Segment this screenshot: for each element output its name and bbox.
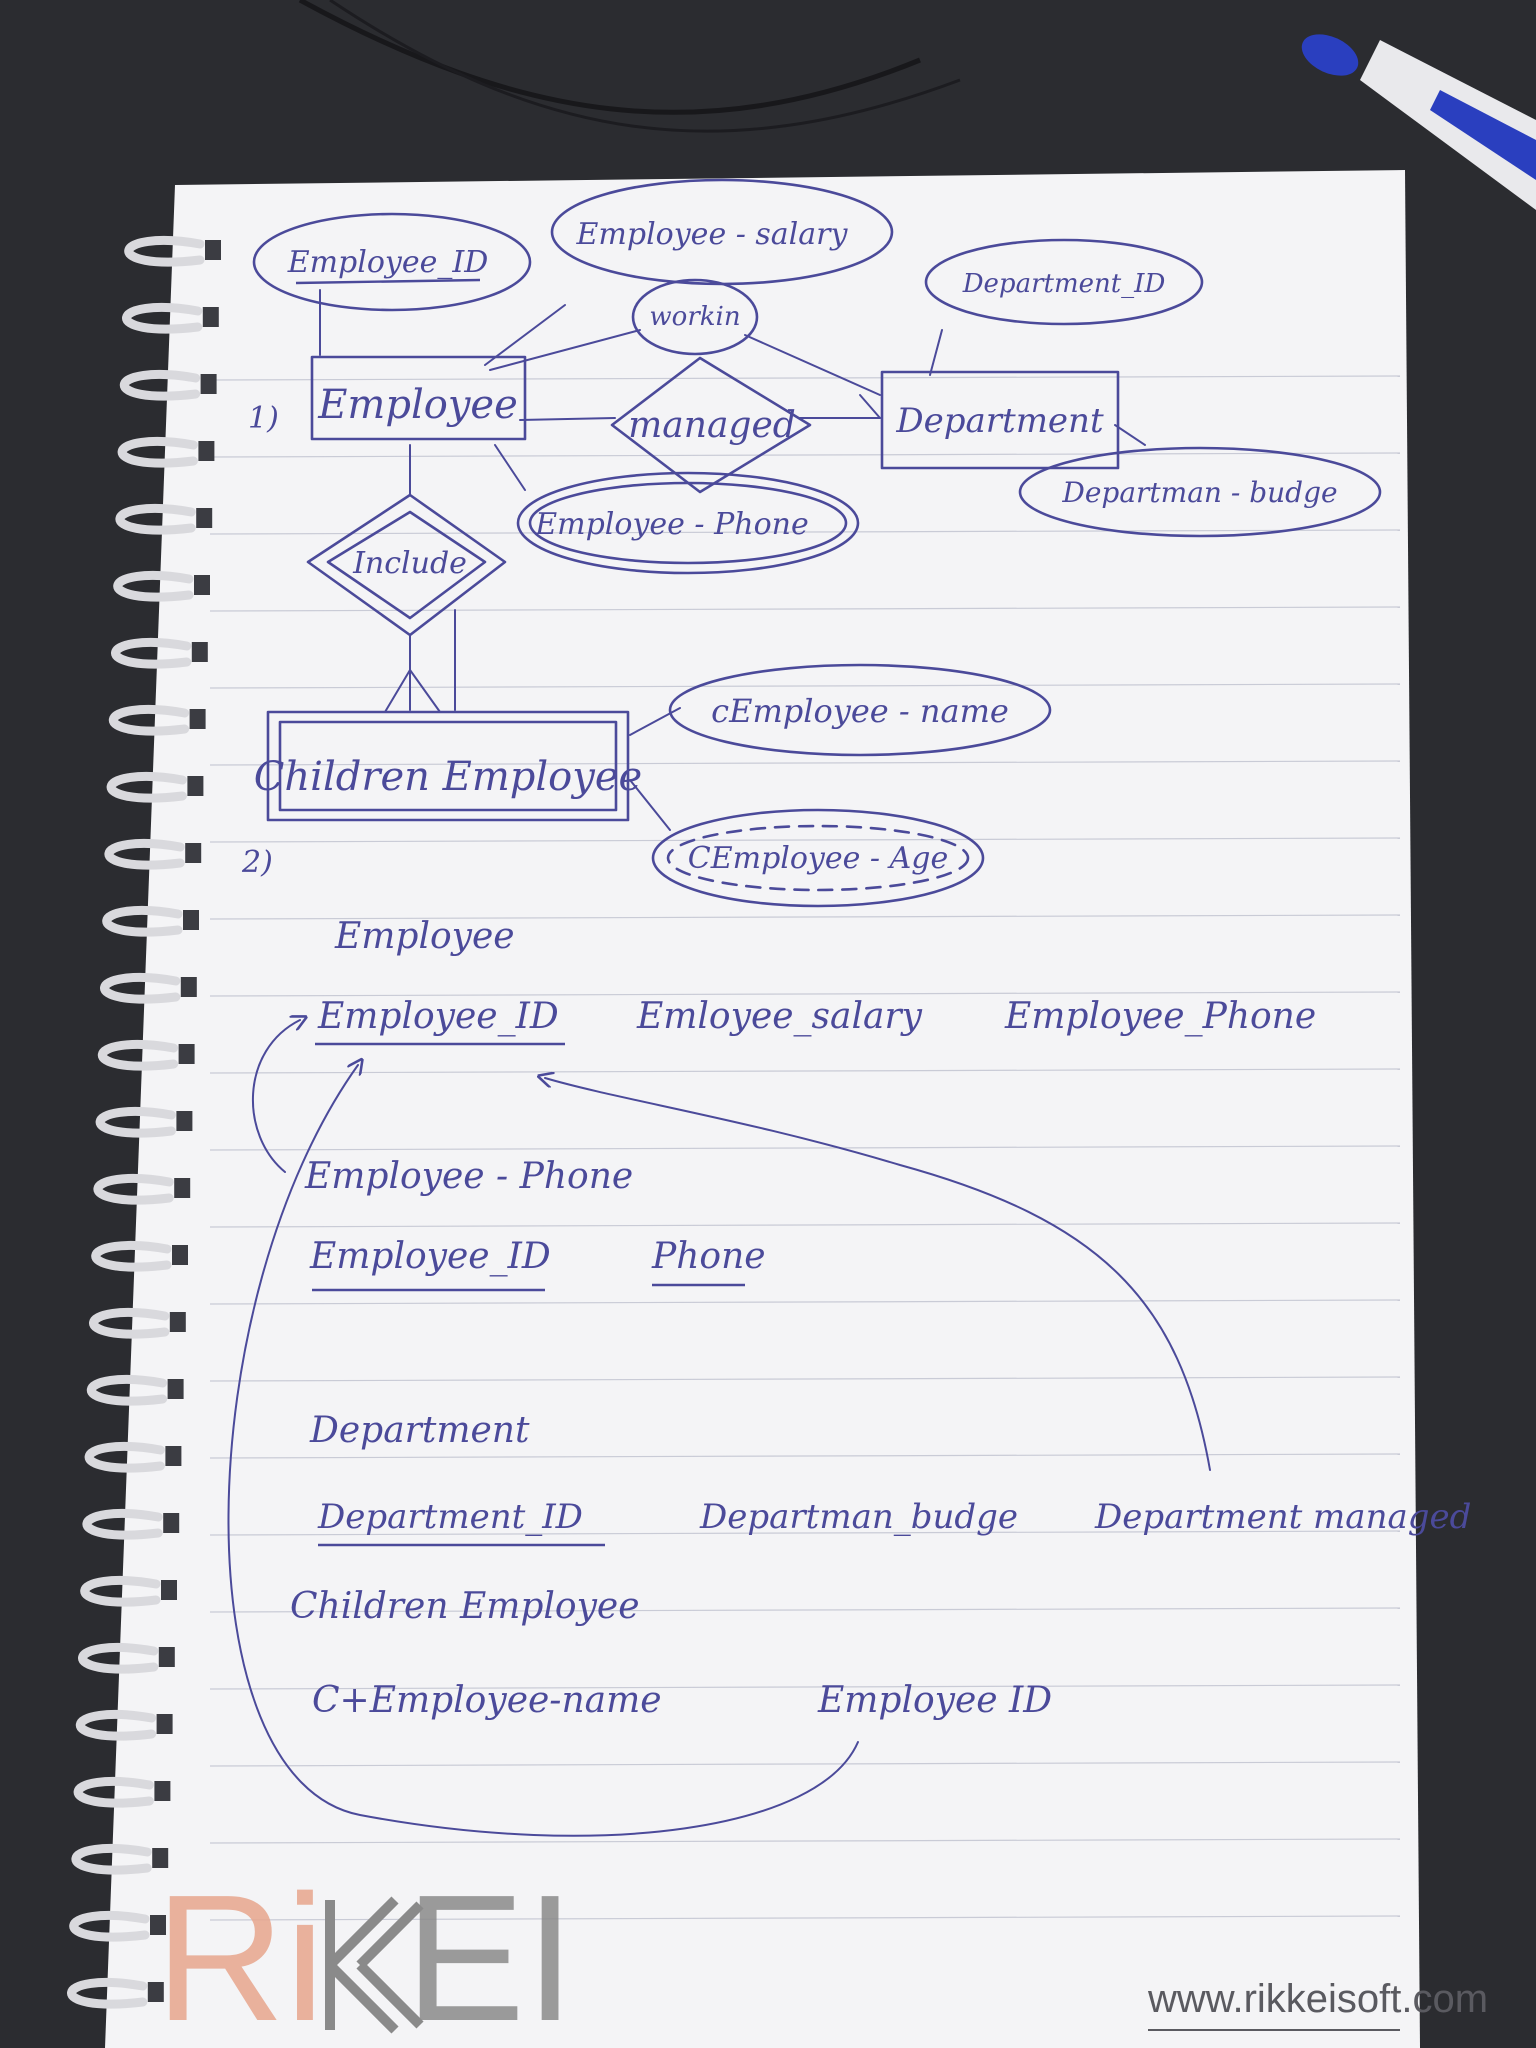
spiral-ring <box>111 638 208 669</box>
spiral-ring <box>100 973 197 1004</box>
table-department: Department Department_ID Departman_budge… <box>309 1410 1471 1547</box>
table-employee-phone-col: Phone <box>651 1236 766 1277</box>
attribute-employee-phone: Employee - Phone <box>516 471 860 575</box>
table-employee-phone-col: Employee_ID <box>309 1236 551 1277</box>
spiral-ring <box>113 571 210 602</box>
attribute-employee-salary-label: Employee - salary <box>576 217 849 252</box>
table-employee-col: Employee_Phone <box>1004 996 1316 1037</box>
table-department-col: Department_ID <box>317 1497 583 1537</box>
er-diagram: Employee Department Children Employee wo… <box>248 178 1382 908</box>
spiral-ring <box>71 1844 169 1875</box>
relationship-workin: workin <box>631 278 759 356</box>
table-department-col: Departman_budge <box>699 1497 1018 1537</box>
er-section-label: 1) <box>248 401 279 436</box>
spiral-ring <box>106 772 204 803</box>
relationship-managed: managed <box>610 356 812 494</box>
spiral-ring <box>93 1174 191 1205</box>
spiral-ring <box>119 370 217 401</box>
entity-employee-label: Employee <box>317 382 518 428</box>
attribute-c-employee-age: CEmployee - Age <box>651 808 985 908</box>
attribute-c-employee-name: cEmployee - name <box>668 663 1052 757</box>
spiral-ring <box>69 1911 166 1942</box>
relationship-include-label: Include <box>352 546 467 581</box>
entity-employee: Employee <box>310 355 527 441</box>
spiral-ring <box>73 1777 171 1808</box>
spiral-ring <box>78 1643 175 1674</box>
attribute-employee-id-label: Employee_ID <box>287 245 489 280</box>
schema-section-label: 2) <box>241 845 273 880</box>
attribute-employee-salary: Employee - salary <box>550 178 894 286</box>
fk-arrow-children <box>227 1065 859 1837</box>
spiral-ring <box>84 1442 182 1473</box>
table-children-employee: Children Employee C+Employee-name Employ… <box>290 1586 1052 1721</box>
table-employee-title: Employee <box>334 916 515 957</box>
spiral-ring <box>97 1040 195 1071</box>
footer: www.rikkeisoft.com <box>1147 1977 1488 2031</box>
pen <box>1301 34 1536 210</box>
spiral-ring <box>89 1308 186 1339</box>
attribute-department-id-label: Department_ID <box>962 269 1166 299</box>
notebook-page <box>105 170 1420 2048</box>
logo-k-mark <box>325 1896 424 2034</box>
spiral-ring <box>80 1576 177 1607</box>
spiral-ring <box>75 1710 173 1741</box>
ruled-lines <box>209 375 1401 1921</box>
entity-department-label: Department <box>895 401 1104 441</box>
entity-children-label: Children Employee <box>254 754 642 800</box>
footer-url: www.rikkeisoft.com <box>1147 1977 1488 2021</box>
spiral-ring <box>82 1509 180 1540</box>
spiral-ring <box>91 1241 188 1272</box>
logo-text-right: EI <box>405 1858 575 2048</box>
attribute-department-budget-label: Departman - budge <box>1061 476 1337 509</box>
logo-text-left: Ri <box>155 1858 325 2048</box>
attribute-employee-id: Employee_ID <box>252 212 532 312</box>
spiral-ring <box>102 906 199 937</box>
relationship-workin-label: workin <box>649 302 740 332</box>
table-children-title: Children Employee <box>290 1586 640 1627</box>
attribute-department-budget: Departman - budge <box>1018 446 1382 538</box>
spiral-ring <box>122 303 219 334</box>
table-employee-col: Employee_ID <box>317 996 559 1037</box>
rikkei-logo: Ri EI <box>155 1858 575 2048</box>
table-employee-phone: Employee - Phone Employee_ID Phone <box>304 1156 766 1292</box>
table-children-col: Employee ID <box>817 1680 1052 1721</box>
attribute-employee-phone-label: Employee - Phone <box>534 507 809 542</box>
attribute-c-employee-age-label: CEmployee - Age <box>688 841 948 876</box>
spiral-ring <box>86 1375 184 1406</box>
fk-arrow-phone <box>251 1020 300 1173</box>
spiral-ring <box>108 705 206 736</box>
foreign-key-arrows <box>227 1020 1211 1837</box>
attribute-c-employee-name-label: cEmployee - name <box>711 692 1009 730</box>
entity-children-employee: Children Employee <box>254 710 642 822</box>
entity-department: Department <box>880 370 1120 470</box>
table-employee-phone-title: Employee - Phone <box>304 1156 633 1197</box>
spiral-ring <box>104 839 202 870</box>
relational-schema: 2) Employee Employee_ID Emloyee_salary E… <box>227 845 1471 1837</box>
spiral-binding <box>67 236 221 2009</box>
table-children-col: C+Employee-name <box>312 1680 662 1721</box>
relationship-include: Include <box>306 493 507 637</box>
spiral-ring <box>67 1978 164 2009</box>
table-employee: Employee Employee_ID Emloyee_salary Empl… <box>315 916 1316 1046</box>
table-department-col: Department managed <box>1094 1497 1471 1537</box>
table-department-title: Department <box>309 1410 530 1451</box>
spiral-ring <box>95 1107 193 1138</box>
fk-arrow-department <box>545 1078 1211 1471</box>
spiral-ring <box>117 437 215 468</box>
attribute-department-id: Department_ID <box>924 238 1204 326</box>
spiral-ring <box>115 504 213 535</box>
cable <box>298 0 921 115</box>
table-employee-col: Emloyee_salary <box>636 996 923 1037</box>
er-connectors <box>319 289 1146 831</box>
relationship-managed-label: managed <box>628 405 796 446</box>
spiral-ring <box>124 236 221 267</box>
